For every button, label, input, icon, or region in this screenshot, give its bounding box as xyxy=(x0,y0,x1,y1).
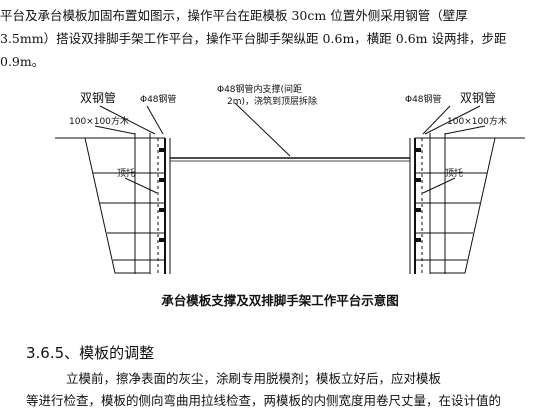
center-label-line1: Φ48钢管内支撑(间距 xyxy=(217,83,302,95)
right-jack-label: 顶托 xyxy=(445,167,463,179)
left-timber-label: 100×100方木 xyxy=(69,115,129,127)
intro-paragraph: 平台及承台模板加固布置如图示，操作平台在距模板 30cm 位置外侧采用钢管（壁厚… xyxy=(0,4,540,73)
left-double-pipe-label: 双钢管 xyxy=(80,90,116,105)
section-heading: 3.6.5、模板的调整 xyxy=(26,344,155,362)
intro-line-2: 3.5mm）搭设双排脚手架工作平台，操作平台脚手架纵距 0.6m，横距 0.6m… xyxy=(0,31,507,46)
adjustment-line-1: 立模前，擦净表面的灰尘，涂刷专用脱模剂；模板立好后，应对模板 xyxy=(66,371,442,386)
center-label-line2: 2m)，浇筑到顶层拆除 xyxy=(227,95,317,107)
left-slope xyxy=(65,137,150,274)
left-pipe-label: Φ48钢管 xyxy=(140,93,177,105)
diagram-caption: 承台模板支撑及双排脚手架工作平台示意图 xyxy=(161,293,399,308)
left-jack-label: 顶托 xyxy=(117,167,135,179)
adjustment-paragraph: 立模前，擦净表面的灰尘，涂刷专用脱模剂；模板立好后，应对模板 等进行检查，模板的… xyxy=(26,368,560,412)
intro-line-3: 0.9m。 xyxy=(0,54,45,69)
right-slope xyxy=(430,137,515,274)
formwork-support-diagram: 双钢管 Φ48钢管 100×100方木 顶托 Φ48钢管内支撑(间距 2m)，浇… xyxy=(55,83,525,274)
intro-line-1: 平台及承台模板加固布置如图示，操作平台在距模板 30cm 位置外侧采用钢管（壁厚 xyxy=(0,8,468,23)
right-pipe-label: Φ48钢管 xyxy=(405,93,442,105)
right-double-pipe-label: 双钢管 xyxy=(460,90,496,105)
right-timber-label: 100×100方木 xyxy=(447,115,507,127)
adjustment-line-2: 等进行检查，模板的侧向弯曲用拉线检查，两模板的内侧宽度用卷尺丈量，在设计值的 xyxy=(26,393,502,408)
